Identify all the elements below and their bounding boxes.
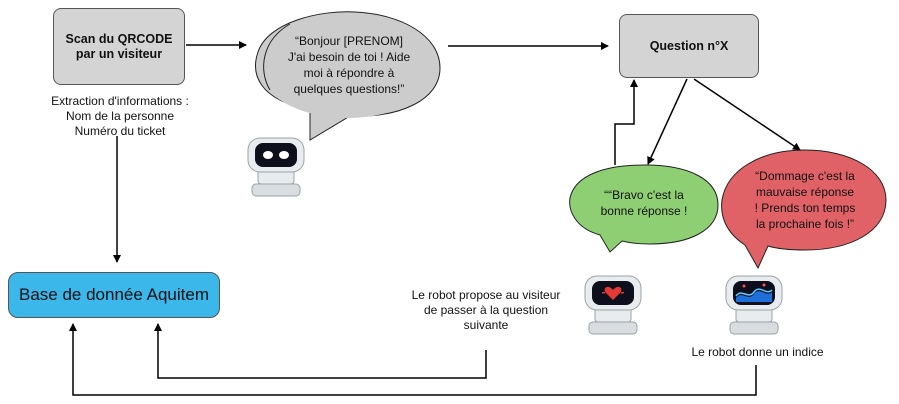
correct-text: ““Bravo c'est la bonne réponse !	[580, 178, 708, 228]
scan-line2: par un visiteur	[75, 46, 163, 61]
next-question-caption: Le robot propose au visiteur de passer à…	[400, 288, 572, 333]
extraction-caption: Extraction d'informations : Nom de la pe…	[30, 94, 210, 139]
question-label: Question n°X	[649, 38, 729, 53]
extraction-line1: Extraction d'informations :	[51, 94, 189, 108]
hint-label: Le robot donne un indice	[691, 345, 824, 359]
robot-greeting	[247, 137, 305, 197]
greeting-line4: quelques questions!”	[293, 82, 405, 96]
greeting-line3: moi à répondre à	[303, 66, 395, 80]
correct-line2: bonne réponse !	[600, 204, 688, 218]
robot-correct	[584, 275, 642, 335]
next-question-line2: de passer à la question	[423, 303, 549, 317]
scan-qrcode-box: Scan du QRCODE par un visiteur	[53, 8, 185, 85]
wrong-text: “Dommage c'est la mauvaise réponse ! Pre…	[734, 162, 876, 238]
question-box: Question n°X	[619, 14, 759, 78]
database-box: Base de donnée Aquitem	[8, 272, 220, 318]
wrong-line1: “Dommage c'est la	[755, 169, 855, 183]
greeting-line1: “Bonjour [PRENOM]	[294, 34, 404, 48]
next-question-line1: Le robot propose au visiteur	[411, 288, 561, 302]
hint-caption: Le robot donne un indice	[670, 345, 845, 360]
scan-line1: Scan du QRCODE	[65, 31, 173, 46]
correct-line1: ““Bravo c'est la	[604, 188, 684, 202]
wrong-line4: la prochaine fois !”	[755, 217, 855, 231]
database-label: Base de donnée Aquitem	[19, 285, 209, 304]
wrong-bubble	[721, 149, 887, 270]
greeting-text: “Bonjour [PRENOM] J'ai besoin de toi ! A…	[270, 30, 428, 100]
extraction-line3: Numéro du ticket	[74, 124, 166, 138]
next-question-line3: suivante	[463, 318, 509, 332]
correct-bubble	[569, 164, 719, 253]
wrong-line2: mauvaise réponse	[755, 185, 855, 199]
robot-wrong	[725, 275, 783, 335]
wrong-line3: ! Prends ton temps	[754, 201, 856, 215]
greeting-line2: J'ai besoin de toi ! Aide	[287, 50, 411, 64]
extraction-line2: Nom de la personne	[65, 109, 175, 123]
